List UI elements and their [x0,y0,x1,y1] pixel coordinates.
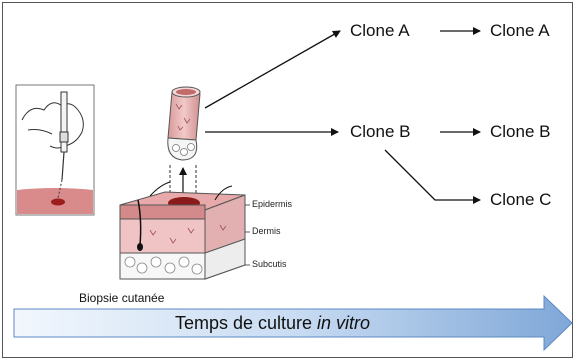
clone-a-first: Clone A [350,21,410,40]
skin-block [119,181,250,280]
label-subcutis: Subcutis [252,259,287,269]
biopsy-caption: Biopsie cutanée [79,291,165,305]
clone-b-first: Clone B [350,122,411,141]
biopsy-core [167,86,201,161]
arrow-clone-b-to-clone-c [384,149,481,204]
clone-c: Clone C [490,190,552,209]
label-dermis: Dermis [252,226,281,236]
biopsy-punch-illustration [15,84,95,216]
timeline-label: Temps de culture in vitro [0,313,545,334]
label-epidermis: Epidermis [252,199,293,209]
timeline-arrow [13,294,573,352]
flow-arrows [204,27,481,204]
clone-a-second: Clone A [490,21,550,40]
clone-b-second: Clone B [490,122,551,141]
timeline-label-main: Temps de culture [174,313,318,333]
timeline-label-italic: in vitro [317,313,371,333]
arrow-core-to-clone-a [204,30,341,109]
